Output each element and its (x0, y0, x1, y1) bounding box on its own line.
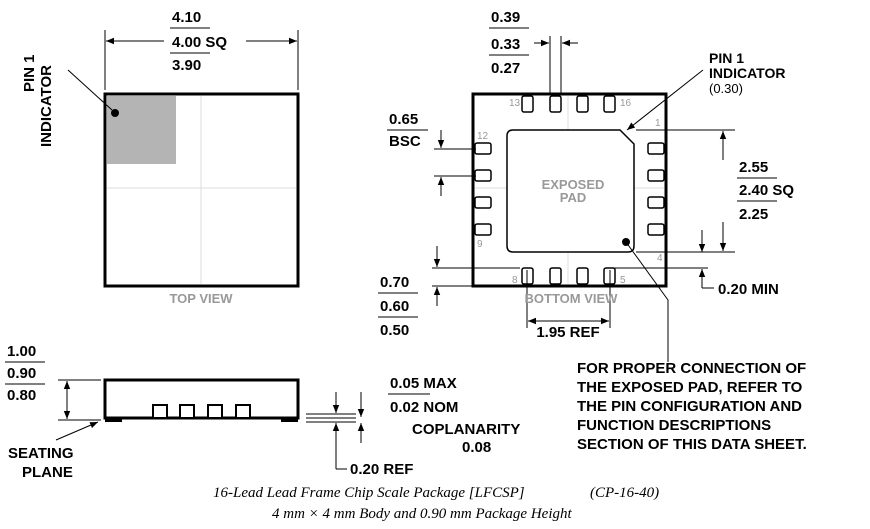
pad-9 (474, 223, 492, 236)
side-pad-4 (235, 404, 251, 419)
height-min-label: 0.80 (7, 387, 36, 404)
pad-7 (549, 267, 562, 285)
pin-number-1: 1 (655, 118, 661, 129)
seating-label-line1: SEATING (8, 445, 74, 462)
note-line-4: FUNCTION DESCRIPTIONS (577, 417, 771, 434)
pad-16 (603, 95, 616, 113)
pitch-value-label: 0.65 (389, 111, 418, 128)
exposed-pad-note: FOR PROPER CONNECTION OF THE EXPOSED PAD… (577, 241, 807, 453)
side-pad-1 (152, 404, 168, 419)
pad-3 (647, 196, 665, 209)
pad-4 (647, 223, 665, 236)
pin-number-4: 4 (657, 253, 663, 264)
side-lead-left (105, 418, 122, 422)
pad-size-nom-label: 2.40 SQ (739, 182, 794, 199)
note-leader-line (625, 241, 669, 362)
lead-length-nom-label: 0.60 (380, 298, 409, 315)
top-view-label: TOP VIEW (169, 291, 233, 306)
standoff-nom-label: 0.02 NOM (390, 399, 458, 416)
pad-6 (576, 267, 589, 285)
pad-2 (647, 169, 665, 182)
pad-size-min-label: 2.25 (739, 206, 768, 223)
seating-label-line2: PLANE (22, 464, 73, 481)
pin1-indicator-line1: PIN 1 (709, 50, 744, 66)
caption-line2: 4 mm × 4 mm Body and 0.90 mm Package Hei… (272, 506, 572, 522)
pin-number-13: 13 (509, 98, 521, 109)
exposed-pad-label-line1: EXPOSED (542, 177, 605, 192)
coplanarity-label: COPLANARITY (412, 421, 520, 438)
lead-width-min-label: 0.27 (491, 60, 520, 77)
pin1-indicator-line3: (0.30) (709, 81, 743, 96)
width-max-label: 4.10 (172, 9, 201, 26)
side-view: 1.00 0.90 0.80 SEATING PLANE 0.05 MAX 0.… (5, 343, 520, 481)
caption-line1: 16-Lead Lead Frame Chip Scale Package [L… (213, 485, 525, 501)
caption-code: (CP-16-40) (590, 485, 659, 501)
pin1-indicator-line2: INDICATOR (709, 65, 785, 81)
exposed-pad-label-line2: PAD (560, 190, 586, 205)
pad-size-max-label: 2.55 (739, 159, 768, 176)
pin-number-16: 16 (620, 98, 632, 109)
side-pad-3 (207, 404, 223, 419)
exposed-pad (506, 129, 635, 253)
note-line-5: SECTION OF THIS DATA SHEET. (577, 436, 807, 453)
width-min-label: 3.90 (172, 57, 201, 74)
pin1-label-line2: INDICATOR (38, 65, 55, 147)
pin-number-8: 8 (512, 275, 518, 286)
pad-10 (474, 196, 492, 209)
bottom-view-label: BOTTOM VIEW (525, 291, 619, 306)
pin-number-5: 5 (620, 275, 626, 286)
note-line-1: FOR PROPER CONNECTION OF (577, 360, 806, 377)
pad-1 (647, 142, 665, 155)
pin1-shaded-area (107, 96, 176, 164)
pad-11 (474, 169, 492, 182)
note-line-2: THE EXPOSED PAD, REFER TO (577, 379, 803, 396)
pin1-label-line1: PIN 1 (21, 54, 38, 92)
pin1-dot (111, 109, 119, 117)
coplanarity-value: 0.08 (462, 439, 491, 456)
seating-plane-leader (55, 421, 99, 441)
pad-13 (521, 95, 534, 113)
width-nom-label: 4.00 SQ (172, 34, 227, 51)
height-nom-label: 0.90 (7, 365, 36, 382)
min-clearance-label: 0.20 MIN (718, 281, 779, 298)
side-lead-right (281, 418, 298, 422)
pad-12 (474, 142, 492, 155)
pin1-leader-line (67, 69, 113, 111)
pad-15 (576, 95, 589, 113)
note-line-3: THE PIN CONFIGURATION AND (577, 398, 802, 415)
pad-14 (549, 95, 562, 113)
lead-length-min-label: 0.50 (380, 322, 409, 339)
top-view: 4.10 4.00 SQ 3.90 PIN 1 INDICATOR TOP VI… (21, 9, 300, 306)
lead-width-max-label: 0.39 (491, 9, 520, 26)
bottom-view: EXPOSED PAD 13 16 1 12 9 4 8 5 (378, 9, 794, 341)
ref-thickness-label: 0.20 REF (350, 461, 413, 478)
side-view-body (103, 378, 300, 420)
ref-span-label: 1.95 REF (536, 324, 599, 341)
lead-width-nom-label: 0.33 (491, 36, 520, 53)
pin-number-12: 12 (477, 131, 489, 142)
pin-number-9: 9 (477, 239, 483, 250)
pin1-indicator-leader (626, 69, 704, 131)
pitch-unit-label: BSC (389, 133, 421, 150)
height-max-label: 1.00 (7, 343, 36, 360)
standoff-max-label: 0.05 MAX (390, 375, 457, 392)
side-pad-2 (179, 404, 195, 419)
lead-length-max-label: 0.70 (380, 274, 409, 291)
caption: 16-Lead Lead Frame Chip Scale Package [L… (213, 485, 659, 522)
